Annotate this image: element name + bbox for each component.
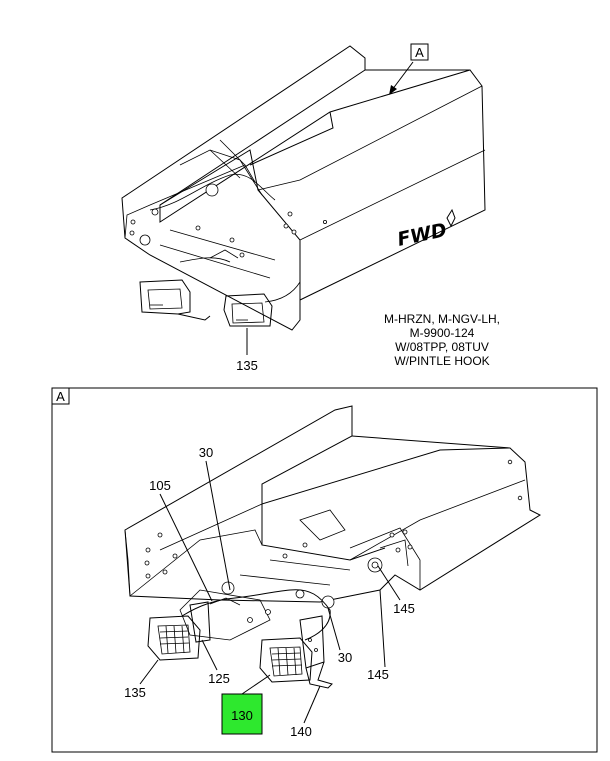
callout-145-a-leader xyxy=(377,565,401,601)
callout-30-bottom: 30 xyxy=(338,650,352,665)
view-ref-label: A xyxy=(415,45,424,60)
detail-frame-tag xyxy=(51,387,70,405)
callout-135-detail: 135 xyxy=(124,685,146,700)
callout-130-highlight[interactable] xyxy=(221,693,263,735)
tail-lamp-right-detail xyxy=(259,637,313,683)
view-ref-arrow-icon xyxy=(389,85,397,95)
callout-105: 105 xyxy=(149,478,171,493)
callout-130[interactable]: 130 xyxy=(231,708,253,723)
callout-30-bottom-leader xyxy=(327,607,341,651)
top-view: FWD A 135 M-HRZN, M-NGV-LH, M-9900-124 W… xyxy=(121,43,500,373)
note-line-1: M-HRZN, M-NGV-LH, xyxy=(384,312,500,326)
callout-125: 125 xyxy=(208,671,230,686)
tail-lamp-left xyxy=(139,279,211,321)
callout-145-b-leader xyxy=(379,589,386,668)
fwd-direction-label: FWD xyxy=(395,219,448,251)
view-ref-leader xyxy=(391,61,414,91)
tail-lamp-left-detail xyxy=(147,615,201,661)
callout-135-top: 135 xyxy=(236,358,258,373)
callout-145-a: 145 xyxy=(393,601,415,616)
tail-lamp-right xyxy=(223,293,273,327)
harness-clip xyxy=(209,597,241,606)
frame-rail-detail xyxy=(124,405,542,641)
note-line-4: W/PINTLE HOOK xyxy=(394,354,489,368)
lamp-bracket-140 xyxy=(299,615,333,689)
callout-145-b: 145 xyxy=(367,667,389,682)
lamp-bracket-125 xyxy=(189,601,211,643)
callout-30-top-leader xyxy=(205,460,231,591)
callout-130-leader xyxy=(241,674,271,695)
view-ref-box xyxy=(410,43,429,61)
fwd-arrow-icon xyxy=(446,208,456,228)
detail-view: A xyxy=(51,387,598,753)
callout-140-leader xyxy=(303,685,321,724)
detail-frame xyxy=(51,387,598,753)
wiring-harness xyxy=(181,589,331,641)
callout-140: 140 xyxy=(290,724,312,739)
callout-105-leader xyxy=(159,493,213,602)
note-line-2: M-9900-124 xyxy=(410,326,475,340)
note-line-3: W/08TPP, 08TUV xyxy=(395,340,489,354)
callout-30-top: 30 xyxy=(199,445,213,460)
detail-frame-label: A xyxy=(56,389,65,404)
callout-135-detail-leader xyxy=(139,659,159,685)
frame-rail-top xyxy=(121,45,486,331)
callout-125-leader xyxy=(201,639,218,671)
